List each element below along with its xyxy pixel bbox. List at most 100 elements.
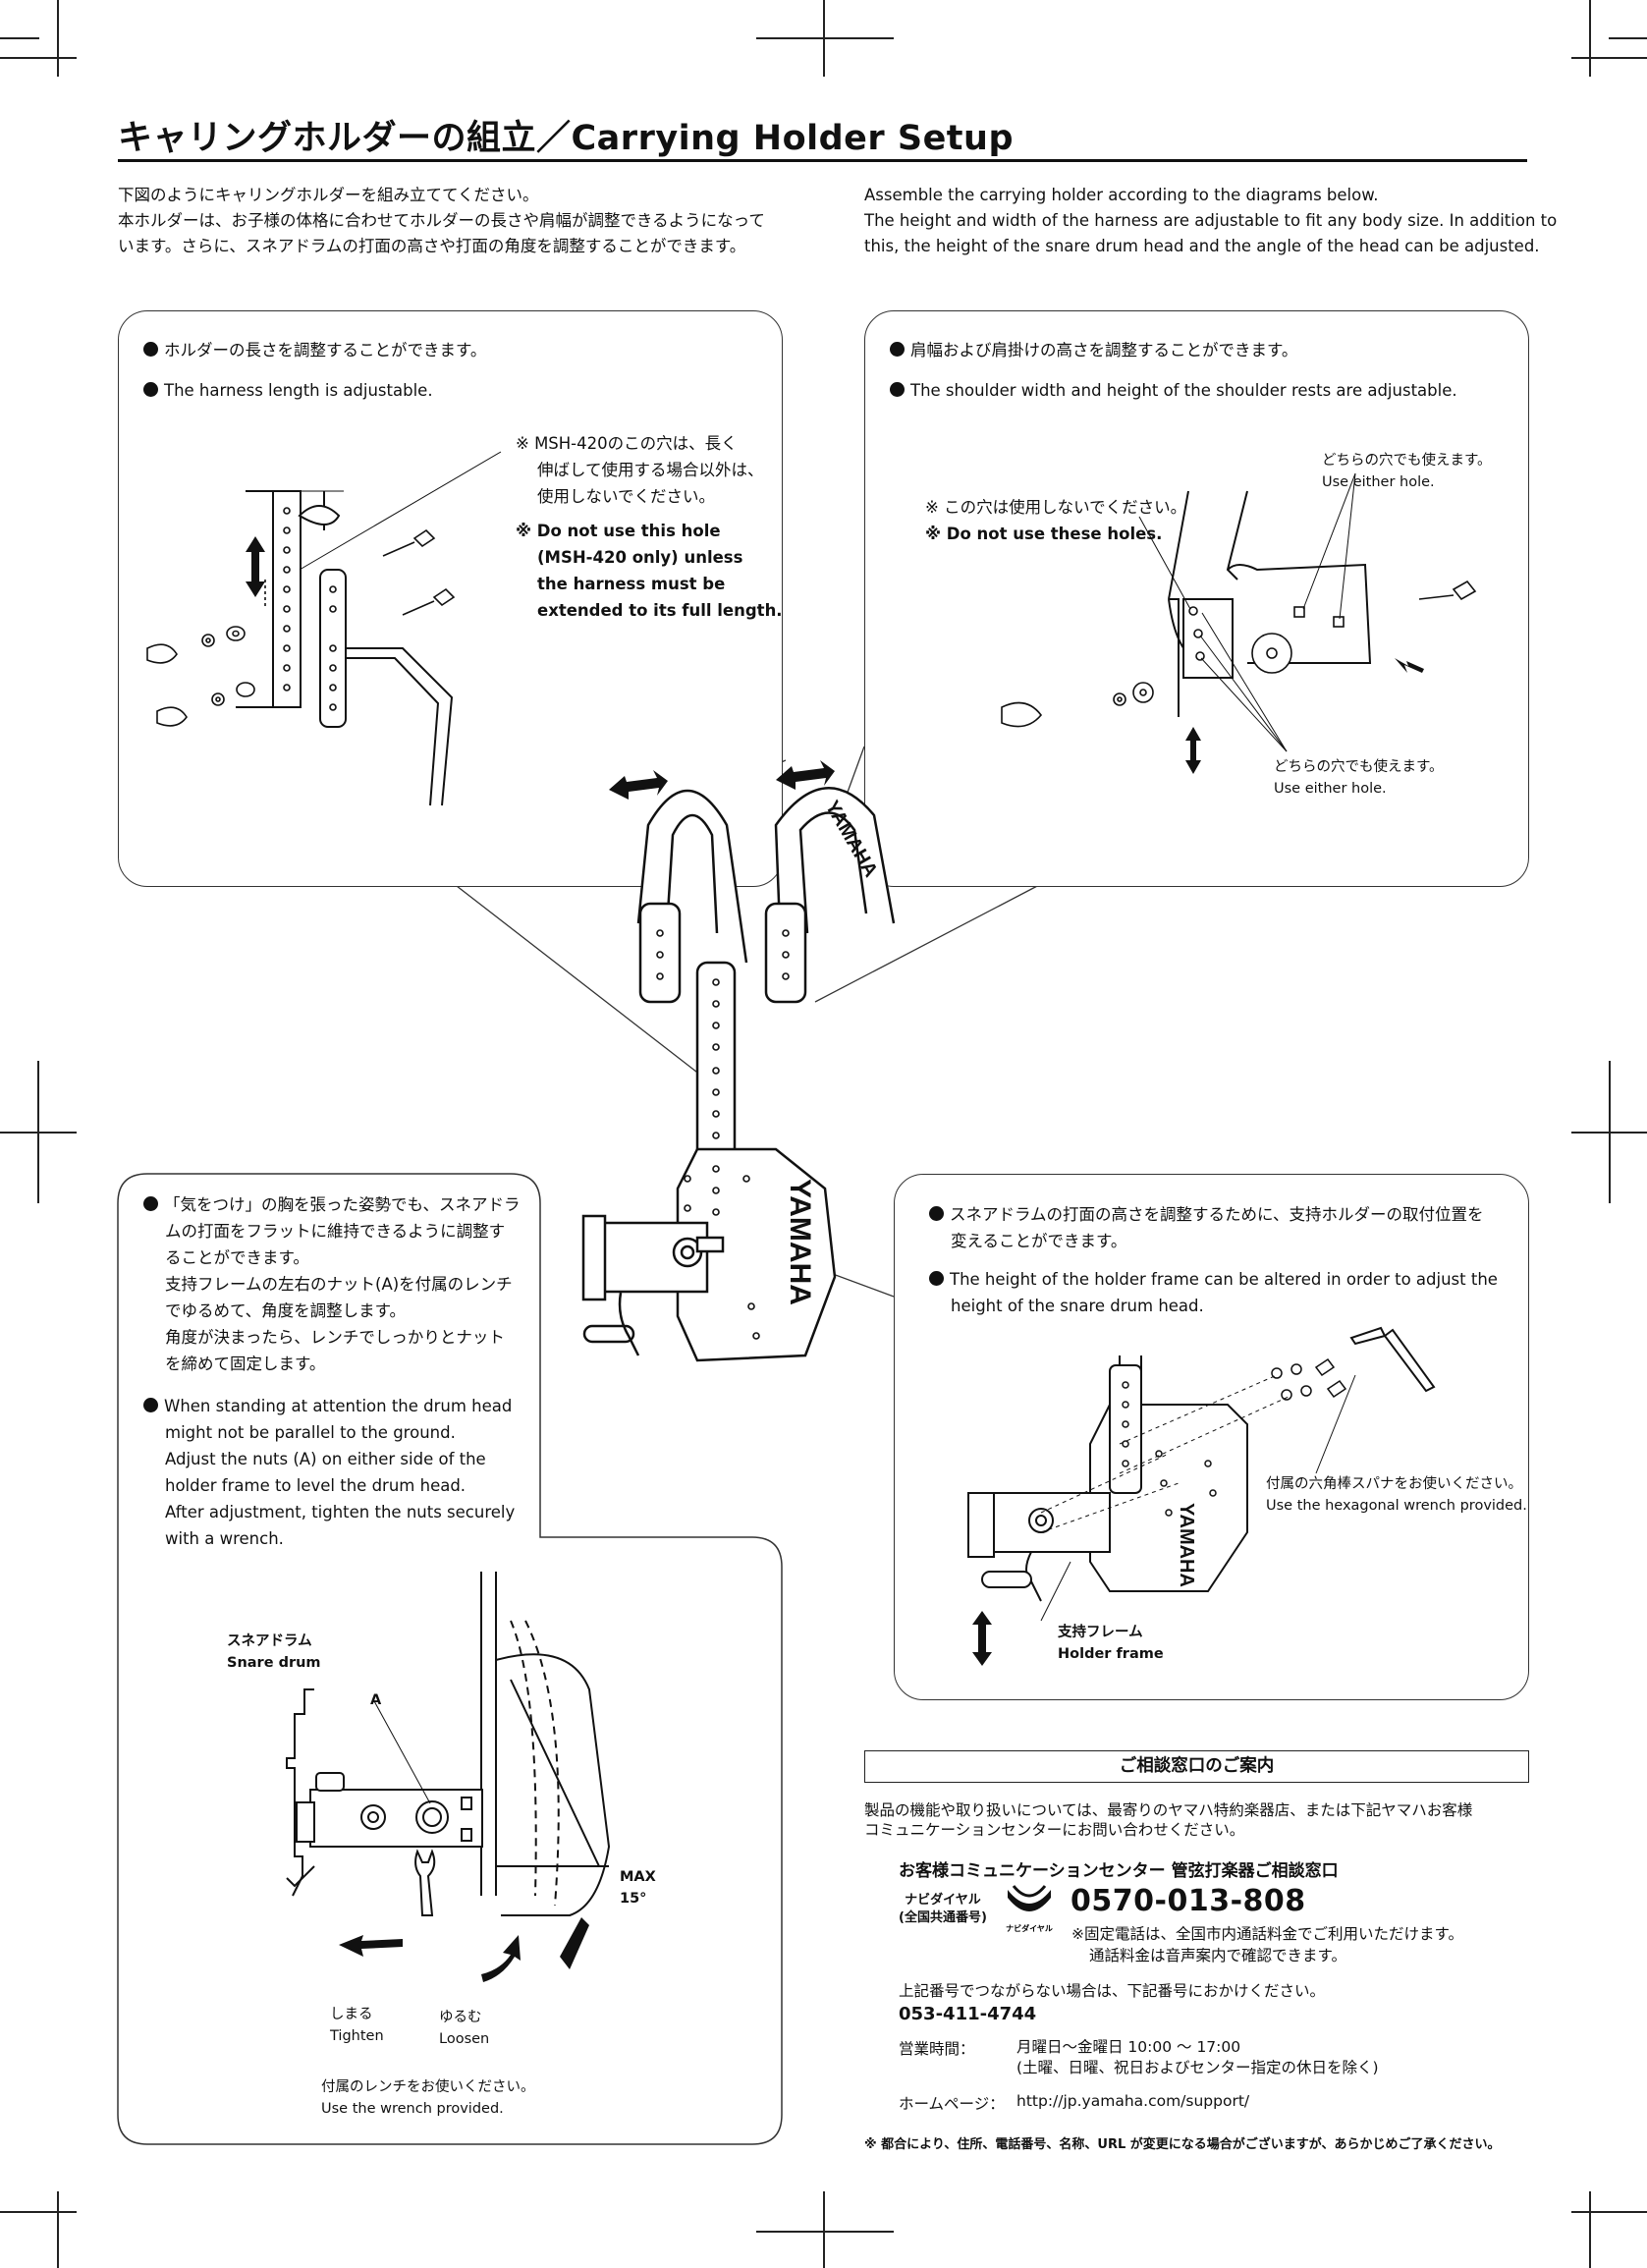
label-line: しまる <box>330 2007 373 2022</box>
crop-mark <box>1609 1061 1611 1203</box>
contact-intro: 製品の機能や取り扱いについては、最寄りのヤマハ特約楽器店、または下記ヤマハお客様… <box>864 1800 1472 1840</box>
bullet-angle-en: When standing at attention the drum head… <box>143 1393 515 1552</box>
bullet-text: ムの打面をフラットに維持できるように調整す <box>165 1222 506 1241</box>
hours-line: 月曜日～金曜日 10:00 ～ 17:00 <box>1016 2038 1241 2056</box>
bullet-text: ホルダーの長さを調整することができます。 <box>164 341 487 360</box>
crop-mark <box>823 0 825 77</box>
note-line: (MSH-420 only) unless <box>537 548 743 567</box>
bullet-dot <box>143 1196 158 1211</box>
note-line: the harness must be <box>537 575 726 593</box>
bullet-text: After adjustment, tighten the nuts secur… <box>165 1503 516 1521</box>
bullet-harness-ja: ホルダーの長さを調整することができます。 <box>143 337 486 363</box>
label-line: 付属の六角棒スパナをお使いください。 <box>1266 1476 1522 1492</box>
crop-mark <box>1571 2211 1647 2213</box>
bullet-text: 変えることができます。 <box>951 1232 1127 1250</box>
web-url-link[interactable]: http://jp.yamaha.com/support/ <box>1016 2092 1250 2110</box>
bullet-text: Adjust the nuts (A) on either side of th… <box>165 1450 486 1468</box>
label-no-use: ※ この穴は使用しないでください。 ※ Do not use these hol… <box>925 494 1186 547</box>
label-line: ゆるむ <box>439 2010 482 2025</box>
alt-phone-number[interactable]: 053-411-4744 <box>899 2004 1037 2024</box>
label-hex-wrench: 付属の六角棒スパナをお使いください。 Use the hexagonal wre… <box>1266 1473 1527 1517</box>
bullet-dot <box>890 342 905 357</box>
hours-text: 月曜日～金曜日 10:00 ～ 17:00 (土曜、日曜、祝日およびセンター指定… <box>1016 2037 1379 2078</box>
label-line: ※ この穴は使用しないでください。 <box>925 498 1187 517</box>
bullet-text: holder frame to level the drum head. <box>165 1476 467 1495</box>
crop-mark <box>37 1061 39 1203</box>
crop-mark <box>756 37 894 39</box>
bullet-text: 角度が決まったら、レンチでしっかりとナット <box>165 1328 505 1347</box>
contact-title: ご相談窓口のご案内 <box>1119 1756 1275 1776</box>
bullet-dot <box>929 1271 944 1286</box>
harness-length-diagram <box>146 451 502 806</box>
bullet-text: might not be parallel to the ground. <box>165 1423 456 1442</box>
crop-mark <box>0 37 39 39</box>
navidial-phone-number[interactable]: 0570-013-808 <box>1071 1884 1306 1918</box>
note-line: ※ Do not use this hole <box>516 522 721 540</box>
label-either-hole-bottom: どちらの穴でも使えます。 Use either hole. <box>1274 756 1444 800</box>
note-hole-ja: ※ MSH-420のこの穴は、長く 伸ばして使用する場合以外は、 使用しないでく… <box>516 430 764 510</box>
crop-mark <box>823 2191 825 2268</box>
bullet-shoulder-en: The shoulder width and height of the sho… <box>890 377 1457 404</box>
label-loosen: ゆるむ Loosen <box>439 2007 489 2050</box>
bullet-text: The shoulder width and height of the sho… <box>910 381 1457 400</box>
bullet-dot <box>143 342 158 357</box>
bullet-text: with a wrench. <box>165 1529 284 1548</box>
label-snare-drum: スネアドラム Snare drum <box>227 1631 321 1674</box>
yamaha-logo-text: YAMAHA <box>1176 1503 1197 1587</box>
bullet-shoulder-ja: 肩幅および肩掛けの高さを調整することができます。 <box>890 337 1297 363</box>
label-line: 付属のレンチをお使いください。 <box>321 2079 535 2095</box>
contact-intro-line: コミュニケーションセンターにお問い合わせください。 <box>864 1821 1245 1839</box>
label-line: スネアドラム <box>227 1633 312 1649</box>
bullet-angle-ja: 「気をつけ」の胸を張った姿勢でも、スネアドラ ムの打面をフラットに維持できるよう… <box>143 1191 521 1377</box>
note-hole-en: ※ Do not use this hole (MSH-420 only) un… <box>516 518 783 624</box>
crop-mark <box>0 57 77 59</box>
hours-line: (土曜、日曜、祝日およびセンター指定の休日を除く) <box>1016 2059 1379 2076</box>
bullet-dot <box>890 382 905 397</box>
navidial-label-line: ナビダイヤル <box>905 1893 981 1908</box>
phone-note-line: ※固定電話は、全国市内通話料金でご利用いただけます。 <box>1071 1925 1463 1943</box>
label-line: Loosen <box>439 2031 490 2047</box>
bullet-dot <box>143 1398 158 1412</box>
intro-line: The height and width of the harness are … <box>864 211 1558 230</box>
navidial-logo-text: ナビダイヤル <box>1006 1923 1053 1933</box>
bullet-dot <box>929 1206 944 1221</box>
bullet-text: ることができます。 <box>165 1248 309 1267</box>
title-rule <box>118 159 1527 162</box>
crop-mark <box>1609 37 1647 39</box>
crop-mark <box>756 2231 894 2233</box>
bullet-text: When standing at attention the drum head <box>164 1397 513 1415</box>
crop-mark <box>1589 2191 1591 2268</box>
label-max-angle: MAX 15° <box>620 1866 656 1909</box>
shoulder-width-diagram <box>1001 472 1477 774</box>
contact-footnote: ※ 都合により、住所、電話番号、名称、URL が変更になる場合がございますが、あ… <box>864 2137 1501 2152</box>
angle-diagram <box>286 1572 611 1982</box>
label-line: どちらの穴でも使えます。 <box>1322 453 1492 469</box>
intro-line: 下図のようにキャリングホルダーを組み立ててください。 <box>118 186 539 204</box>
bullet-dot <box>143 382 158 397</box>
label-nut-a: A <box>370 1692 382 1708</box>
bullet-text: height of the snare drum head. <box>951 1297 1204 1315</box>
label-line: 支持フレーム <box>1058 1625 1143 1640</box>
bullet-harness-en: The harness length is adjustable. <box>143 377 433 404</box>
navidial-label-line: (全国共通番号) <box>899 1910 987 1925</box>
intro-japanese: 下図のようにキャリングホルダーを組み立ててください。 本ホルダーは、お子様の体格… <box>118 183 765 259</box>
hours-label: 営業時間： <box>899 2040 975 2058</box>
crop-mark <box>57 0 59 77</box>
label-line: Use the hexagonal wrench provided. <box>1266 1498 1527 1514</box>
navidial-label: ナビダイヤル (全国共通番号) <box>899 1892 987 1927</box>
label-holder-frame: 支持フレーム Holder frame <box>1058 1622 1164 1665</box>
intro-line: 本ホルダーは、お子様の体格に合わせてホルダーの長さや肩幅が調整できるようになって <box>118 211 765 230</box>
label-line: Use either hole. <box>1274 781 1387 797</box>
phone-note: ※固定電話は、全国市内通話料金でご利用いただけます。 通話料金は音声案内で確認で… <box>1071 1923 1463 1966</box>
contact-header-box: ご相談窓口のご案内 <box>864 1750 1529 1783</box>
bullet-height-en: The height of the holder frame can be al… <box>929 1266 1498 1319</box>
label-line: どちらの穴でも使えます。 <box>1274 759 1444 775</box>
web-label: ホームページ： <box>899 2095 1005 2113</box>
note-line: extended to its full length. <box>537 601 783 620</box>
note-line: 伸ばして使用する場合以外は、 <box>537 461 764 479</box>
intro-line: Assemble the carrying holder according t… <box>864 186 1379 204</box>
intro-line: this, the height of the snare drum head … <box>864 237 1540 255</box>
bullet-text: 支持フレームの左右のナット(A)を付属のレンチ <box>165 1275 513 1294</box>
alt-number-intro: 上記番号でつながらない場合は、下記番号におかけください。 <box>899 1982 1326 2000</box>
